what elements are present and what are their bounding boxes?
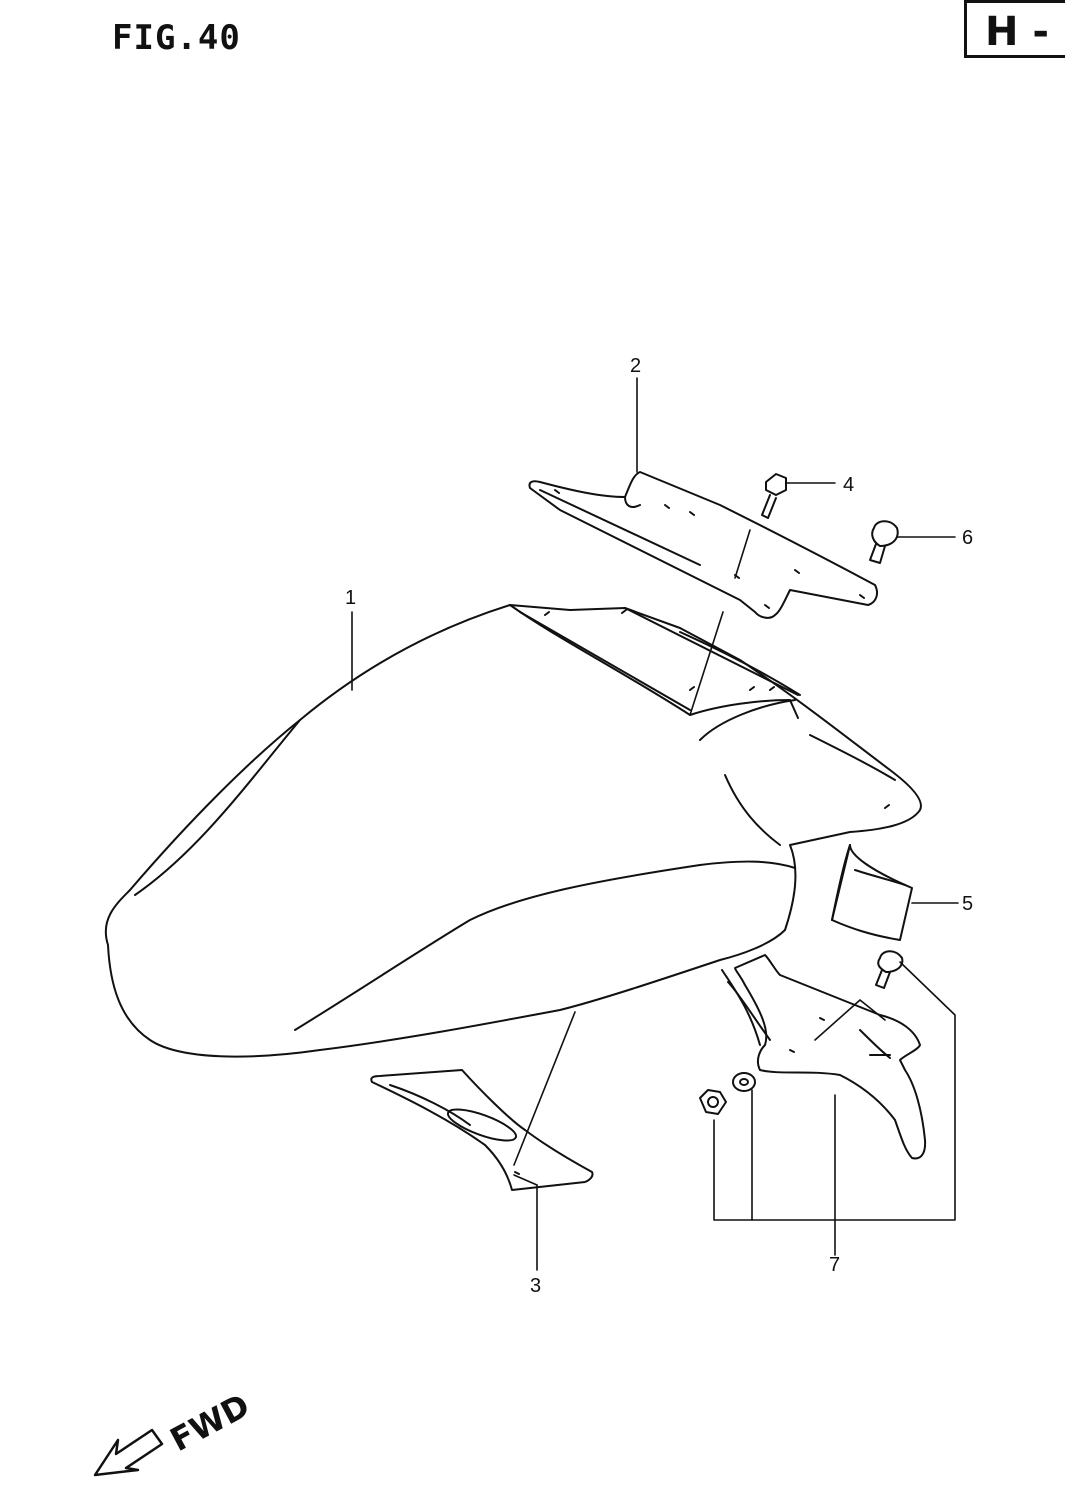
- callout-6: 6: [962, 527, 973, 549]
- callouts: 1 2 3 4 5 6 7: [345, 355, 973, 1297]
- section-box: H -: [964, 0, 1065, 58]
- upper-brace-plate: [528, 471, 878, 619]
- reflector-5: [831, 844, 913, 941]
- nut-7: [699, 1089, 727, 1115]
- forward-arrow-icon: [93, 1428, 164, 1477]
- callout-1: 1: [345, 587, 356, 609]
- callout-2: 2: [630, 355, 641, 377]
- mudguard-bracket: [721, 954, 927, 1160]
- screw-6: [869, 520, 899, 564]
- callout-7: 7: [829, 1254, 840, 1276]
- figure-title: FIG.40: [112, 18, 241, 58]
- lower-brace-plate: [370, 1069, 594, 1191]
- callout-4: 4: [843, 474, 854, 496]
- leader-lines: [351, 377, 959, 1271]
- forward-label: FWD: [164, 1386, 256, 1459]
- callout-5: 5: [962, 893, 973, 915]
- callout-3: 3: [530, 1275, 541, 1297]
- front-fender: [104, 604, 922, 1058]
- washer-7: [732, 1072, 756, 1092]
- bolt-7: [875, 950, 904, 989]
- section-label: H -: [985, 9, 1050, 55]
- bolt-4: [761, 473, 787, 519]
